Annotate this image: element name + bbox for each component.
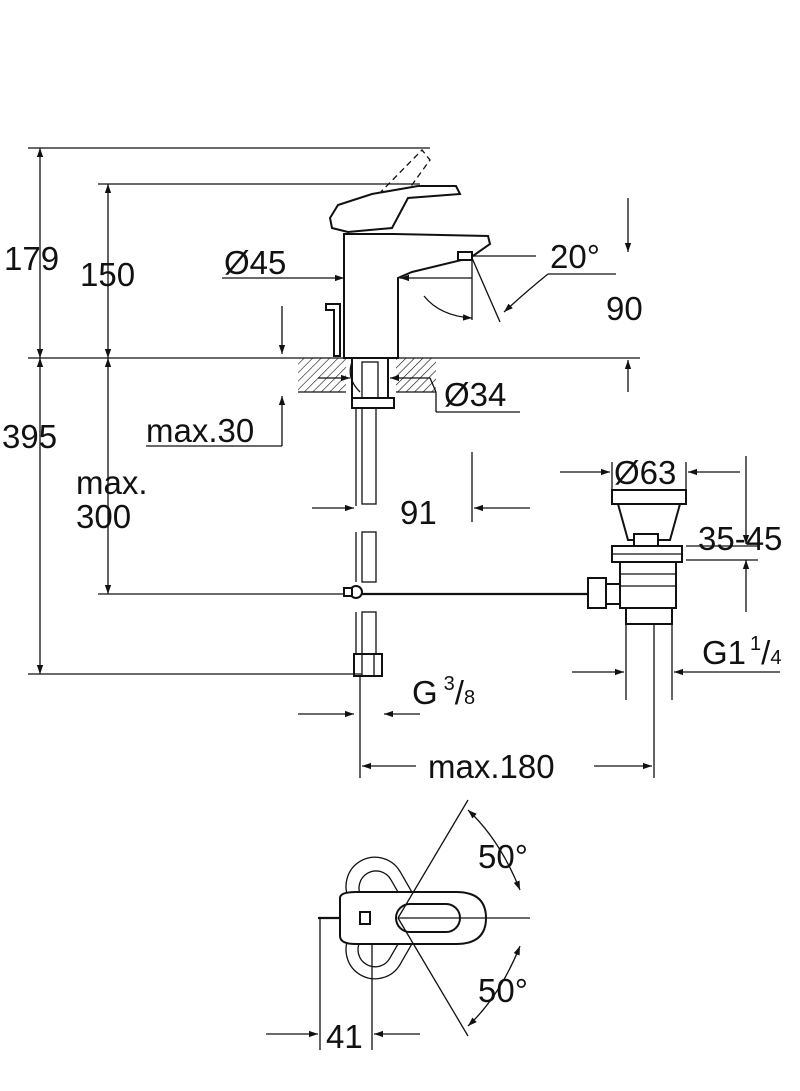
dim-hole-diameter: Ø34 <box>444 376 506 413</box>
supply-hose-lower <box>361 611 377 655</box>
waste-assembly <box>587 489 687 625</box>
dim-lever-length: 41 <box>326 1018 363 1055</box>
waste-cap <box>611 489 687 505</box>
aerator <box>457 251 473 261</box>
faucet-side-view <box>28 149 640 677</box>
dim-max-spread: max.180 <box>428 748 555 785</box>
dim-below-height: 395 <box>2 418 57 455</box>
dimension-labels: 179 150 Ø45 20° 90 Ø34 max.30 395 max. 3… <box>2 238 782 1055</box>
dim-spout-height: 150 <box>80 256 135 293</box>
dim-body-diameter: Ø45 <box>224 244 286 281</box>
dimension-lines <box>28 147 780 1050</box>
dim-hose-offset: 91 <box>400 494 437 531</box>
deck-hatch-left <box>298 358 346 392</box>
hose-connector <box>353 653 383 677</box>
popup-rod <box>325 303 341 357</box>
dim-max-below-label: max. <box>76 464 148 501</box>
lever-handle <box>328 185 462 234</box>
supply-hose-middle <box>361 531 377 583</box>
dim-lever-angle: 20° <box>550 238 600 275</box>
dim-max-below-value: 300 <box>76 498 131 535</box>
dim-spout-reach: 90 <box>606 290 643 327</box>
dim-rotation-down: 50° <box>478 972 528 1009</box>
waste-body <box>619 561 677 609</box>
deck-hatch-right <box>396 358 436 392</box>
waste-nut <box>587 577 607 609</box>
dim-waste-head-diameter: Ø63 <box>614 454 676 491</box>
fixing-nut <box>351 397 395 409</box>
dim-waste-range: 35-45 <box>698 520 782 557</box>
dim-rotation-up: 50° <box>478 838 528 875</box>
dim-max-deck-thickness: max.30 <box>146 412 254 449</box>
dim-total-height: 179 <box>4 240 59 277</box>
supply-hose-upper <box>361 407 377 505</box>
mounting-shank <box>351 357 389 399</box>
waste-tail <box>625 607 673 625</box>
